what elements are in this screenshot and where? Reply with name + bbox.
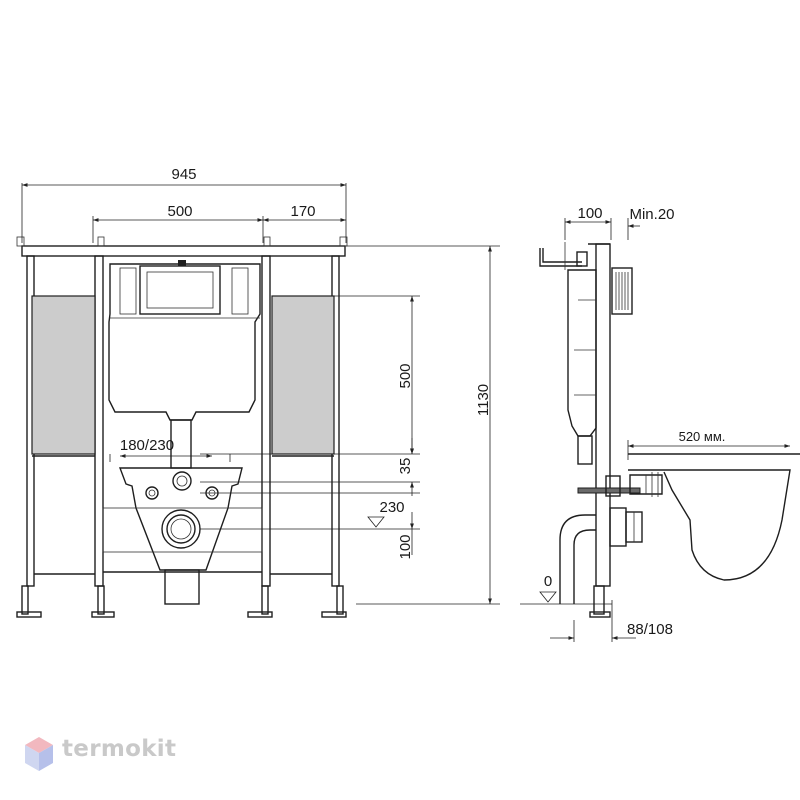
dim-500-width-label: 500 xyxy=(167,203,192,220)
side-dimension-labels: 100 Min.20 520 мм. 0 88/108 xyxy=(544,205,726,638)
dim-230-label: 230 xyxy=(379,499,404,516)
front-dimensions xyxy=(21,183,500,605)
watermark-brand: termokit xyxy=(62,736,177,762)
dim-100-label: 100 xyxy=(397,534,414,559)
side-view xyxy=(539,242,800,618)
dim-min20-label: Min.20 xyxy=(629,206,674,223)
flush-connector xyxy=(172,471,192,491)
left-wall-panel xyxy=(31,295,96,455)
dim-35-label: 35 xyxy=(397,458,414,475)
top-pins xyxy=(16,236,348,247)
cistern-side xyxy=(567,269,597,437)
wc-bowl-side xyxy=(628,453,800,581)
lower-bracket xyxy=(118,467,243,571)
cistern-top-valve xyxy=(178,260,186,266)
flush-plate-side xyxy=(611,267,633,315)
stud-left xyxy=(145,486,159,500)
flush-connector-side xyxy=(629,474,663,495)
side-dimensions xyxy=(520,218,790,642)
waste-outlet-side xyxy=(609,507,627,547)
waste-pipe-side xyxy=(559,514,596,604)
front-view xyxy=(16,236,348,618)
termokit-logo-icon xyxy=(25,737,53,771)
flush-plate-opening xyxy=(139,265,221,315)
mounting-stud xyxy=(577,487,641,494)
top-rail xyxy=(21,245,346,257)
dim-945-label: 945 xyxy=(171,166,196,183)
dim-170-label: 170 xyxy=(290,203,315,220)
waste-cover xyxy=(102,507,263,553)
dim-1130-label: 1130 xyxy=(475,384,492,416)
dim-520-label: 520 мм. xyxy=(679,429,726,444)
drain-stub xyxy=(164,569,200,605)
frame-post-side xyxy=(595,243,611,587)
front-dimension-labels: 945 500 170 180/230 500 35 230 100 1130 xyxy=(120,166,492,560)
dim-500-height-label: 500 xyxy=(397,363,414,388)
foot-side xyxy=(593,585,605,615)
floor-level-marker xyxy=(539,591,557,603)
dim-88-108-label: 88/108 xyxy=(627,621,673,638)
inner-left-post xyxy=(94,255,104,587)
dim-100-depth-label: 100 xyxy=(577,205,602,222)
cistern-body xyxy=(108,263,261,421)
inner-right-post xyxy=(261,255,271,587)
top-bracket-side xyxy=(539,248,582,267)
dim-0-label: 0 xyxy=(544,573,552,590)
dim-180-230-label: 180/230 xyxy=(120,437,174,454)
front-feet xyxy=(16,585,347,618)
right-wall-panel xyxy=(271,295,335,455)
level-marker-230 xyxy=(367,516,385,528)
